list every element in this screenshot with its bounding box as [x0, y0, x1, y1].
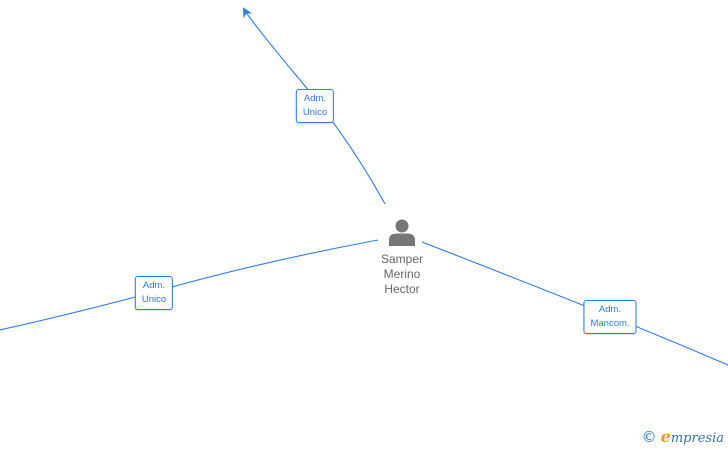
- edge-label-line: Unico: [302, 107, 328, 118]
- person-name-line: Merino: [383, 267, 421, 281]
- edge-line-right: [421, 241, 728, 366]
- edge-label-line: Adm.: [142, 280, 166, 291]
- edge-label-adm-mancom-right[interactable]: Adm. Mancom.: [583, 300, 637, 334]
- person-name-line: Hector: [384, 282, 420, 296]
- edge-label-line: Adm.: [303, 93, 327, 104]
- brand-logo[interactable]: empresia: [661, 427, 724, 446]
- person-node-center[interactable]: Samper Merino Hector: [381, 218, 423, 297]
- edge-line-up: [243, 7, 386, 205]
- person-name-line: Samper: [380, 252, 424, 266]
- brand-footer: © empresia: [642, 427, 724, 446]
- brand-logo-initial: e: [660, 427, 671, 446]
- edge-label-adm-unico-top[interactable]: Adm. Unico: [295, 89, 335, 123]
- edge-line-left: [0, 239, 379, 331]
- edge-label-line: Mancom.: [590, 318, 630, 329]
- edge-label-adm-unico-left[interactable]: Adm. Unico: [134, 276, 174, 310]
- person-name: Samper Merino Hector: [381, 252, 423, 297]
- copyright-icon: ©: [641, 427, 657, 446]
- edge-label-line: Unico: [141, 294, 167, 305]
- edge-label-line: Adm.: [598, 304, 622, 315]
- brand-logo-text: mpresia: [670, 431, 724, 446]
- person-icon: [389, 219, 415, 246]
